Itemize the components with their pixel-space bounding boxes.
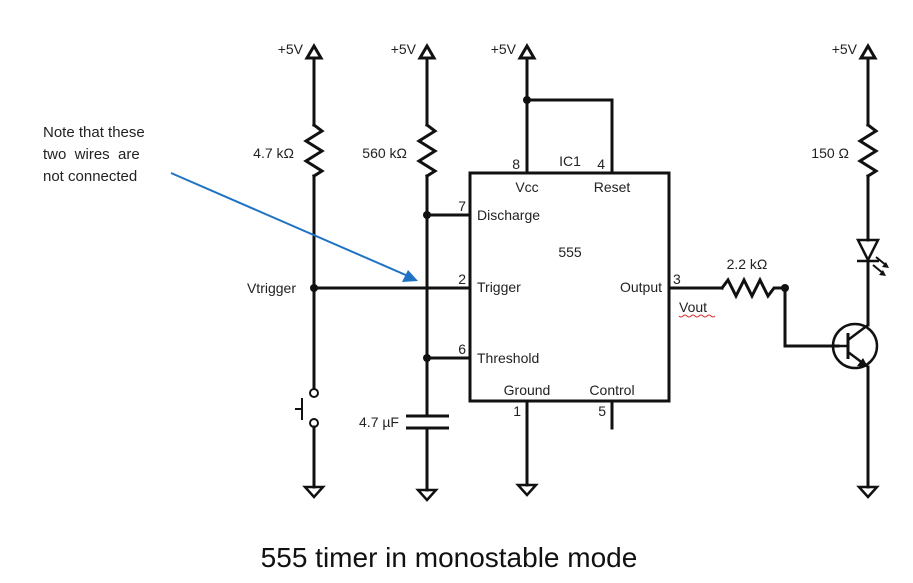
npn-transistor-icon [831, 322, 879, 370]
pin-control-label: Control [589, 382, 634, 398]
note-line-2: two wires are [43, 146, 140, 163]
supply-1-label: +5V [278, 41, 304, 57]
base-wire [783, 286, 840, 348]
supply-2-label: +5V [391, 41, 417, 57]
pin-3-number: 3 [673, 271, 681, 287]
spellcheck-underline [678, 314, 716, 318]
pin-5-number: 5 [598, 403, 606, 419]
diagram-caption: 555 timer in monostable mode [261, 542, 638, 573]
r4-label: 150 Ω [811, 145, 849, 161]
supply-4: +5V [832, 41, 877, 60]
resistor-r4-icon [857, 122, 879, 179]
pin-trigger-label: Trigger [477, 279, 521, 295]
annotation-note: Note that these two wires are not connec… [43, 124, 145, 185]
led-icon [855, 238, 889, 276]
pin-8-number: 8 [512, 156, 520, 172]
pin-6-number: 6 [458, 341, 466, 357]
pin-ground-label: Ground [504, 382, 551, 398]
annotation-arrow [170, 172, 409, 277]
vout-label: Vout [679, 299, 707, 315]
note-line-3: not connected [43, 168, 137, 185]
supply-3-label: +5V [491, 41, 517, 57]
vcc-arrow-icon [859, 44, 877, 60]
r3-label: 2.2 kΩ [727, 256, 768, 272]
vtrigger-label: Vtrigger [247, 280, 296, 296]
supply-1: +5V [278, 41, 323, 60]
r1-label: 4.7 kΩ [253, 145, 294, 161]
c1-label: 4.7 µF [359, 414, 399, 430]
pin-reset-label: Reset [594, 179, 631, 195]
pin-output-label: Output [620, 279, 662, 295]
supply-4-label: +5V [832, 41, 858, 57]
resistor-r3-icon [719, 276, 787, 300]
ic-ref: IC1 [559, 153, 581, 169]
pin-1-number: 1 [513, 403, 521, 419]
vcc-arrow-icon [518, 44, 536, 60]
capacitor-icon [406, 414, 449, 430]
pin-vcc-label: Vcc [515, 179, 538, 195]
vcc-arrow-icon [418, 44, 436, 60]
vcc-arrow-icon [305, 44, 323, 60]
supply-2: +5V [391, 41, 436, 60]
ic-part: 555 [558, 244, 582, 260]
note-line-1: Note that these [43, 124, 145, 141]
pushbutton-icon [295, 388, 319, 428]
supply-3: +5V [491, 41, 536, 60]
reset-wire [525, 98, 614, 175]
pin-4-number: 4 [597, 156, 605, 172]
pin-threshold-label: Threshold [477, 350, 539, 366]
arrowhead-icon [402, 270, 418, 282]
pin-2-number: 2 [458, 271, 466, 287]
pin-discharge-label: Discharge [477, 207, 540, 223]
r2-label: 560 kΩ [362, 145, 407, 161]
pin-7-number: 7 [458, 198, 466, 214]
resistor-r1-icon [303, 122, 325, 179]
resistor-r2-icon [416, 122, 438, 179]
